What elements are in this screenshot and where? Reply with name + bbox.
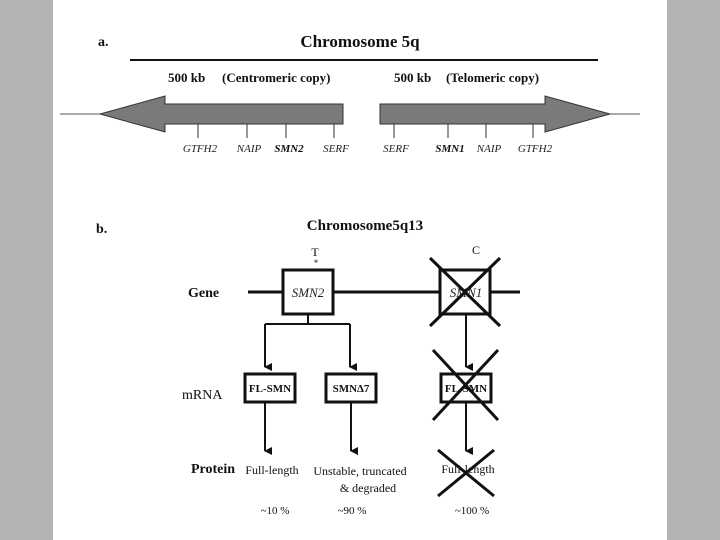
allele-left: T xyxy=(311,245,319,259)
gene-label-naip-right: NAIP xyxy=(476,143,502,155)
percent-full-length: ~10 % xyxy=(261,505,290,517)
protein-full-length-left: Full-length xyxy=(245,463,298,477)
row-label-gene: Gene xyxy=(188,286,219,301)
percent-truncated: ~90 % xyxy=(338,505,367,517)
smn2-gene-box xyxy=(281,268,335,316)
gene-label-naip-left: NAIP xyxy=(236,143,262,155)
gene-label-gtfh2-left: GTFH2 xyxy=(183,143,218,155)
mrna-right-cross xyxy=(431,348,500,422)
percent-smn1-full-length: ~100 % xyxy=(455,505,489,517)
panel-a-label: a. xyxy=(98,35,109,50)
panel-a-title: Chromosome 5q xyxy=(300,32,420,51)
protein-right-cross xyxy=(437,448,495,498)
mrna-fl-smn-left-label: FL-SMN xyxy=(249,383,291,395)
panel-b-label: b. xyxy=(96,222,107,237)
gene-label-gtfh2-right: GTFH2 xyxy=(518,143,553,155)
centromeric-arrow xyxy=(98,95,344,133)
panel-b-title: Chromosome5q13 xyxy=(307,218,423,234)
protein-unstable-line2: & degraded xyxy=(340,481,396,495)
gene-label-smn1: SMN1 xyxy=(435,143,464,155)
gene-ticks xyxy=(197,124,534,138)
row-label-protein: Protein xyxy=(191,462,235,477)
mrna-fl-smn-right-label: FL-SMN xyxy=(445,383,487,395)
smn2-gene-label: SMN2 xyxy=(292,285,325,300)
centromeric-copy: (Centromeric copy) xyxy=(222,70,330,85)
telomeric-size: 500 kb xyxy=(394,70,431,85)
row-label-mrna: mRNA xyxy=(182,388,223,403)
figure-sheet xyxy=(53,0,667,540)
mrna-fl-smn-left-box xyxy=(243,372,297,404)
mrna-smn-delta7-label: SMNΔ7 xyxy=(333,383,370,395)
gene-label-smn2: SMN2 xyxy=(274,143,304,155)
centromeric-size: 500 kb xyxy=(168,70,205,85)
smn1-gene-cross xyxy=(428,256,502,328)
allele-mark: * xyxy=(314,258,319,268)
smn2-split-lines xyxy=(264,314,357,371)
protein-unstable-line1: Unstable, truncated xyxy=(313,464,406,478)
telomeric-copy: (Telomeric copy) xyxy=(446,70,539,85)
gene-label-serf-left: SERF xyxy=(323,143,349,155)
gene-label-serf-right: SERF xyxy=(383,143,409,155)
allele-right: C xyxy=(472,243,480,257)
telomeric-arrow xyxy=(379,95,612,133)
